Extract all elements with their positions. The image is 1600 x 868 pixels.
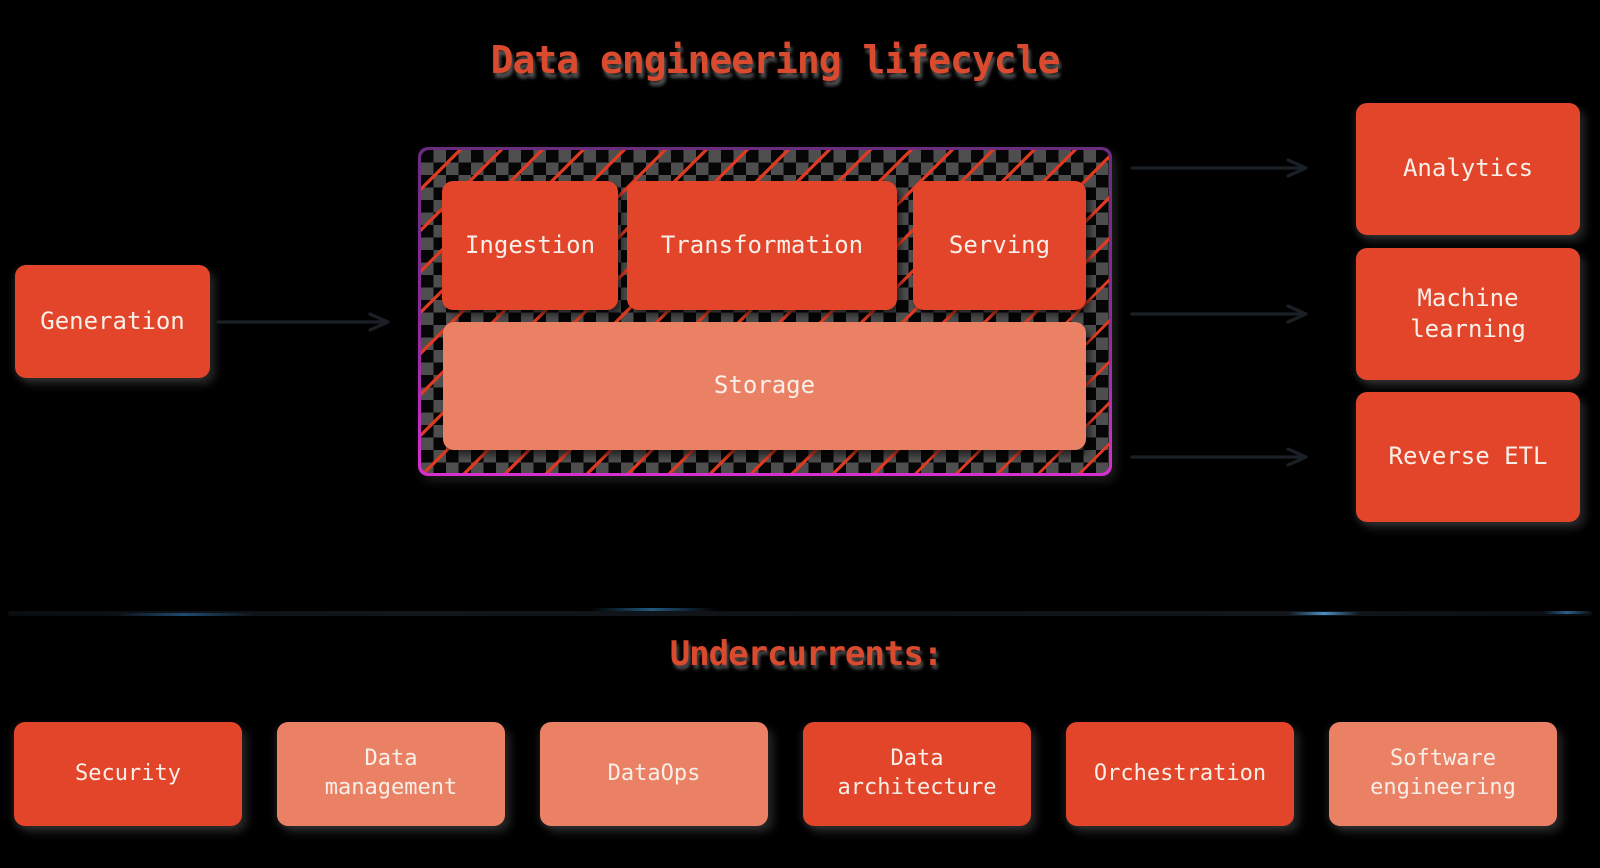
arrow-generation-to-lifecycle [216, 312, 390, 332]
node-serving: Serving [913, 181, 1086, 310]
node-software-engineering: Software engineering [1329, 722, 1557, 826]
node-reverse-etl-label: Reverse ETL [1388, 442, 1548, 471]
node-data-management-label: Data management [324, 746, 458, 800]
node-generation-label: Generation [40, 306, 185, 335]
undercurrents-heading: Undercurrents: [669, 634, 944, 674]
node-reverse-etl: Reverse ETL [1356, 392, 1580, 522]
page-title: Data engineering lifecycle [490, 38, 1061, 82]
node-transformation-label: Transformation [660, 230, 864, 259]
divider-glint [115, 613, 255, 616]
node-transformation: Transformation [627, 181, 897, 310]
node-data-architecture: Data architecture [803, 722, 1031, 826]
node-orchestration: Orchestration [1066, 722, 1294, 826]
divider-glint [1288, 612, 1360, 615]
node-storage: Storage [443, 322, 1086, 450]
node-security-label: Security [75, 760, 181, 786]
divider-glint [590, 608, 715, 611]
node-serving-label: Serving [948, 230, 1051, 259]
node-data-architecture-label: Data architecture [837, 746, 997, 800]
arrow-lifecycle-to-reverse-etl [1130, 447, 1308, 467]
node-generation: Generation [15, 265, 210, 378]
node-storage-label: Storage [713, 371, 816, 400]
node-machine-learning-label: Machine learning [1410, 283, 1526, 343]
node-software-engineering-label: Software engineering [1370, 746, 1516, 800]
node-analytics: Analytics [1356, 103, 1580, 235]
divider-glint [1543, 611, 1591, 614]
node-ingestion-label: Ingestion [464, 230, 596, 259]
lifecycle-frame: Ingestion Transformation Serving Storage [418, 147, 1112, 476]
node-machine-learning: Machine learning [1356, 248, 1580, 380]
node-ingestion: Ingestion [442, 181, 618, 310]
node-data-management: Data management [277, 722, 505, 826]
node-dataops: DataOps [540, 722, 768, 826]
node-dataops-label: DataOps [607, 760, 701, 786]
arrow-lifecycle-to-machine-learning [1130, 304, 1308, 324]
arrow-lifecycle-to-analytics [1130, 158, 1308, 178]
node-orchestration-label: Orchestration [1093, 760, 1267, 786]
lifecycle-hatch-area: Ingestion Transformation Serving Storage [421, 150, 1109, 473]
node-analytics-label: Analytics [1402, 154, 1534, 183]
section-divider-line [8, 608, 1592, 616]
node-security: Security [14, 722, 242, 826]
